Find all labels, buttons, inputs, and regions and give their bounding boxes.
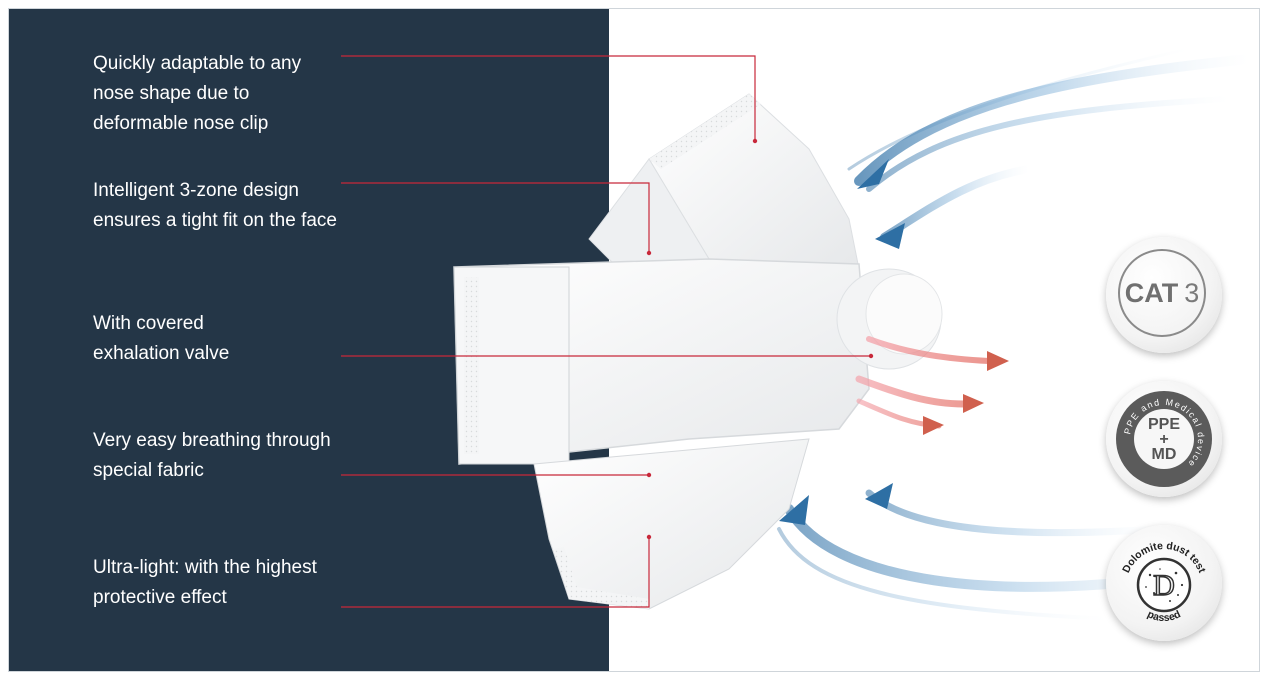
svg-text:passed: passed — [1145, 608, 1182, 624]
dolomite-bottom-text: passed — [1145, 608, 1182, 624]
dolomite-ring: D Dolomite dust test passed — [1116, 535, 1212, 631]
md-label: MD — [1151, 445, 1177, 463]
feature-exhalation-valve: With covered exhalation valve — [93, 313, 230, 364]
ppe-md-badge: PPE and Medical device PPE + MD — [1106, 381, 1222, 497]
infographic-frame: Quickly adaptable to any nose shape due … — [8, 8, 1260, 672]
cat-number: 3 — [1184, 277, 1200, 308]
ppe-ring: PPE and Medical device PPE + MD — [1116, 391, 1212, 487]
dolomite-graphic: D Dolomite dust test passed — [1120, 540, 1208, 624]
dolomite-letter: D — [1153, 569, 1175, 602]
dolomite-badge: D Dolomite dust test passed — [1106, 525, 1222, 641]
leader-dots — [646, 138, 874, 540]
ppe-plus: + — [1159, 430, 1169, 448]
mask-illustration — [341, 47, 1254, 621]
inhale-arrowheads — [779, 159, 905, 525]
cat-label: CAT — [1124, 277, 1179, 308]
inhale-stream-upper — [847, 47, 1254, 241]
leader-lines — [341, 55, 871, 608]
feature-nose-clip: Quickly adaptable to any nose shape due … — [93, 53, 302, 134]
feature-3-zone-design: Intelligent 3-zone design ensures a tigh… — [93, 180, 337, 231]
feature-breathing-fabric: Very easy breathing through special fabr… — [93, 430, 331, 481]
ppe-label: PPE — [1147, 415, 1180, 433]
face-mask — [453, 93, 943, 610]
feature-ultra-light: Ultra-light: with the highest protective… — [93, 557, 317, 608]
ppe-core: PPE + MD — [1134, 409, 1194, 469]
exhale-arrowheads — [923, 351, 1009, 435]
